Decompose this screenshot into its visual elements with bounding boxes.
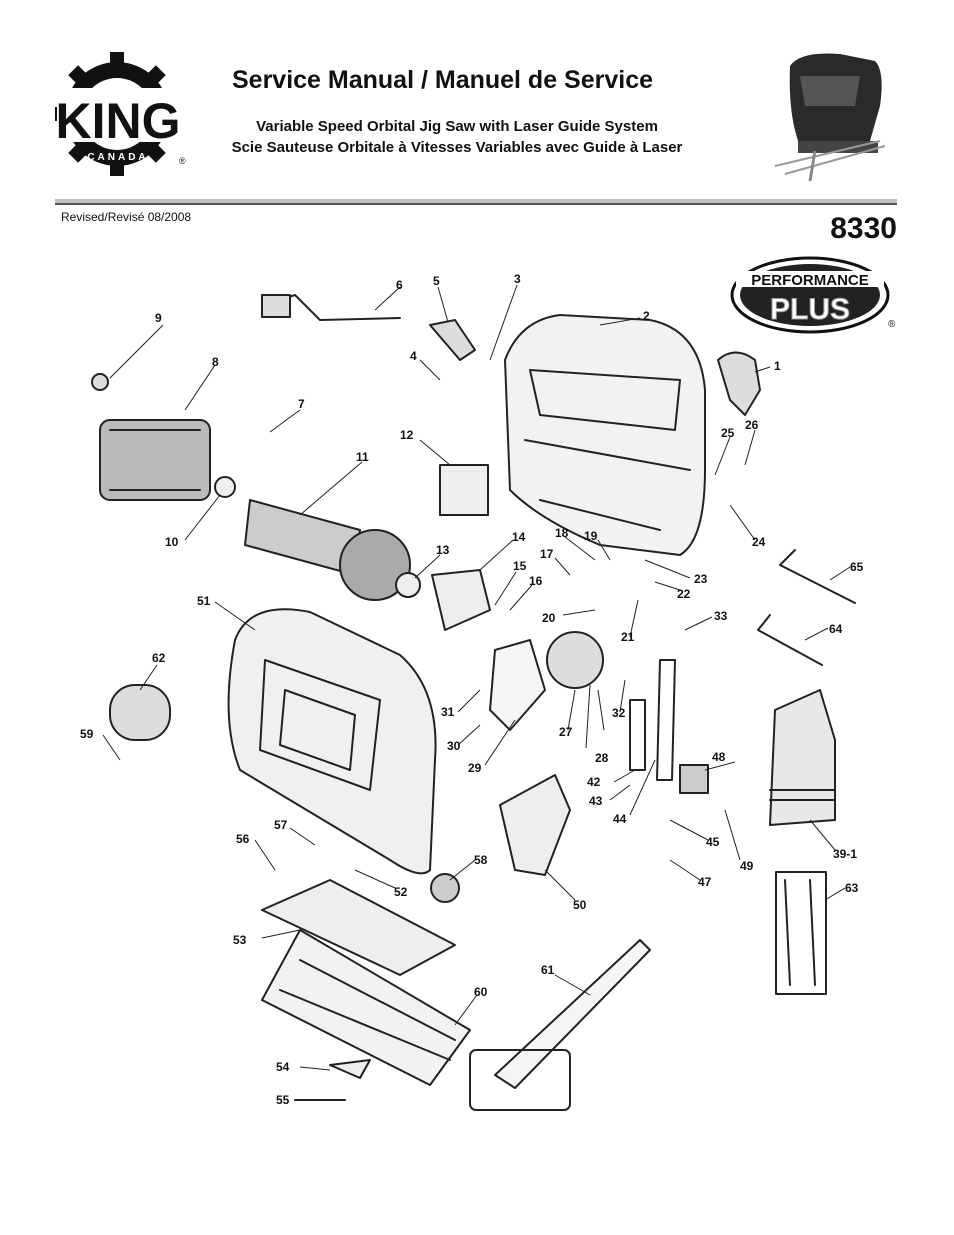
- part-label: 14: [512, 530, 526, 544]
- part-label: 12: [400, 428, 414, 442]
- logo-wordmark: KING: [56, 93, 181, 149]
- part-label: 30: [447, 739, 461, 753]
- part-label: 65: [850, 560, 864, 574]
- part-label: 58: [474, 853, 488, 867]
- part-label: 11: [356, 450, 369, 464]
- part-label: 15: [513, 559, 527, 573]
- part-label: 50: [573, 898, 587, 912]
- part-label: 8: [212, 355, 219, 369]
- performance-plus-badge: PERFORMANCE PLUS ®: [730, 256, 896, 334]
- part-label: 44: [613, 812, 627, 826]
- part-label: 45: [706, 835, 720, 849]
- part-label: 43: [589, 794, 603, 808]
- part-label: 54: [276, 1060, 290, 1074]
- part-label: 57: [274, 818, 288, 832]
- part-label: 39-1: [833, 847, 857, 861]
- part-label: 51: [197, 594, 211, 608]
- part-label: 23: [694, 572, 708, 586]
- model-number: 8330: [830, 212, 897, 245]
- part-label: 10: [165, 535, 179, 549]
- part-label: 48: [712, 750, 726, 764]
- part-label: 27: [559, 725, 573, 739]
- part-label: 16: [529, 574, 543, 588]
- part-label: 56: [236, 832, 250, 846]
- part-label: 1: [774, 359, 781, 373]
- part-label: 28: [595, 751, 609, 765]
- part-label: 49: [740, 859, 754, 873]
- part-label: 26: [745, 418, 759, 432]
- part-label: 5: [433, 274, 440, 288]
- part-label: 59: [80, 727, 94, 741]
- part-label: 61: [541, 963, 555, 977]
- badge-registered-mark: ®: [888, 319, 896, 330]
- part-label: 33: [714, 609, 728, 623]
- part-label: 29: [468, 761, 482, 775]
- part-label: 19: [584, 529, 598, 543]
- badge-performance-text: PERFORMANCE: [751, 272, 869, 289]
- part-label: 52: [394, 885, 408, 899]
- part-label: 6: [396, 278, 403, 292]
- part-label: 2: [643, 309, 650, 323]
- registered-mark: ®: [179, 156, 186, 166]
- part-label: 60: [474, 985, 488, 999]
- part-label: 20: [542, 611, 556, 625]
- page-title: Service Manual / Manuel de Service: [232, 66, 654, 94]
- part-label: 7: [298, 397, 305, 411]
- part-label: 9: [155, 311, 162, 325]
- logo-subtext: CANADA: [87, 152, 148, 163]
- part-label: 22: [677, 587, 691, 601]
- part-label: 64: [829, 622, 843, 636]
- part-label: 31: [441, 705, 455, 719]
- part-label: 17: [540, 547, 554, 561]
- part-label: 42: [587, 775, 601, 789]
- part-label: 62: [152, 651, 166, 665]
- part-label: 55: [276, 1093, 290, 1107]
- revision-date: Revised/Revisé 08/2008: [61, 210, 192, 224]
- jig-saw-photo: [774, 53, 886, 182]
- subtitle-french: Scie Sauteuse Orbitale à Vitesses Variab…: [231, 139, 683, 156]
- part-label: 63: [845, 881, 859, 895]
- part-label: 47: [698, 875, 712, 889]
- header-divider: [55, 199, 897, 209]
- subtitle-english: Variable Speed Orbital Jig Saw with Lase…: [256, 118, 658, 135]
- badge-plus-text: PLUS: [770, 293, 850, 326]
- part-label: 21: [621, 630, 635, 644]
- part-label: 18: [555, 526, 569, 540]
- part-label: 24: [752, 535, 766, 549]
- part-label: 13: [436, 543, 450, 557]
- part-label: 25: [721, 426, 735, 440]
- part-label: 3: [514, 272, 521, 286]
- king-canada-logo: KING CANADA ®: [55, 52, 186, 176]
- part-label: 4: [410, 349, 417, 363]
- part-label: 32: [612, 706, 626, 720]
- part-label: 53: [233, 933, 247, 947]
